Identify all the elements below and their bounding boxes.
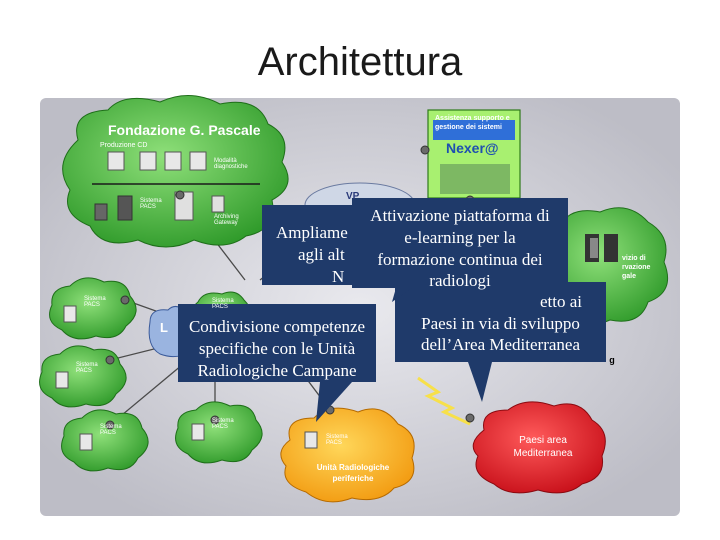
nexera-brand: Nexer@ <box>446 140 499 156</box>
callout-condivisione <box>178 304 376 422</box>
callout-ampliamento-line3: N <box>332 267 345 286</box>
callout-paesi <box>395 282 606 402</box>
callout-paesi-partial: etto ai <box>540 292 583 311</box>
red-cloud-title: Paesi area Mediterranea <box>513 435 573 459</box>
pascale-cloud <box>62 94 289 248</box>
wireless-link <box>417 376 471 426</box>
left-pacs-label-4: Sistema PACS <box>212 418 234 430</box>
callout-condivisione-line3: Radiologiche Campane <box>197 361 357 380</box>
left-pacs-clouds <box>39 277 263 472</box>
callout-elearning-line2: e-learning per la <box>404 228 516 247</box>
callout-elearning-line4: radiologi <box>429 271 491 290</box>
callout-stub: g <box>609 355 615 365</box>
callout-elearning <box>352 198 568 302</box>
left-pacs-label-3: Sistema PACS <box>100 424 122 436</box>
left-pacs-label-1: Sistema PACS <box>84 296 106 308</box>
left-pacs-label-2: Sistema PACS <box>76 362 98 374</box>
right-cloud-label: vizio di rvazione gale <box>622 255 651 280</box>
callout-elearning-line3: formazione continua dei <box>377 250 543 269</box>
orange-cloud <box>280 407 415 503</box>
callout-ampliamento-line2: agli alt <box>298 245 345 264</box>
pascale-archiving-label: Archiving Gateway <box>214 214 239 226</box>
vpn-label: VP <box>346 191 360 202</box>
pascale-pacs-label: Sistema PACS <box>140 198 162 210</box>
pascale-modalities-label: Modalità diagnostiche <box>214 158 248 170</box>
orange-cloud-title: Unità Radiologiche periferiche <box>316 463 390 483</box>
slide-title: Architettura <box>257 40 463 84</box>
nexera-title: Assistenza supporto e gestione dei siste… <box>435 115 510 131</box>
pascale-production-label: Produzione CD <box>100 142 148 149</box>
callout-paesi-line2: dell’Area Mediterranea <box>420 335 581 354</box>
orange-pacs-label: Sistema PACS <box>326 434 348 446</box>
callout-condivisione-line2: specifiche con le Unità <box>198 339 356 358</box>
callout-paesi-line1: Paesi in via di sviluppo <box>421 314 580 333</box>
red-cloud <box>472 401 606 494</box>
callout-ampliamento-line1: Ampliame <box>276 223 348 242</box>
hub-label: L <box>160 320 168 335</box>
center-pacs-label: Sistema PACS <box>212 298 234 310</box>
callout-condivisione-line1: Condivisione competenze <box>188 317 366 336</box>
pascale-title: Fondazione G. Pascale <box>108 122 261 138</box>
callout-elearning-line1: Attivazione piattaforma di <box>370 206 550 225</box>
